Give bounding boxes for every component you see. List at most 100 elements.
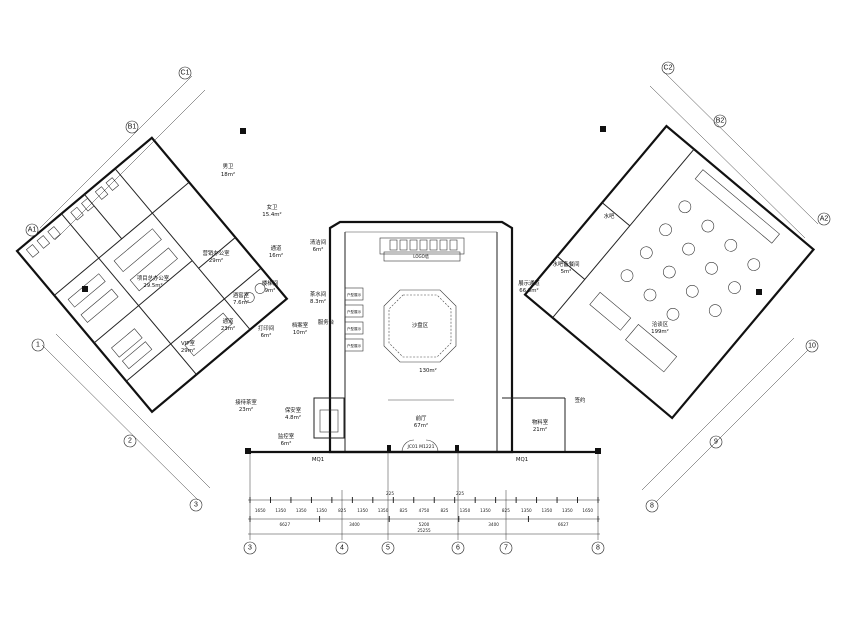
room-bar-prep-area: 5m² (561, 268, 572, 275)
room-archive: 档案室 (292, 321, 309, 329)
negotiation-tables (589, 200, 761, 373)
dimension-label: 1350 (541, 508, 552, 513)
svg-text:A1: A1 (28, 227, 37, 234)
room-vip-area: 29m² (181, 347, 195, 354)
svg-text:B2: B2 (716, 118, 725, 125)
display-panel-label: 户型展示 (347, 292, 362, 297)
axis-bubble-8-right: 8 (645, 499, 659, 513)
room-sand-table: 沙盘区 (412, 321, 429, 329)
door-tag-right: MQ1 (516, 457, 528, 463)
room-monitor: 监控室 (278, 432, 295, 440)
door-tag-left: MQ1 (312, 457, 324, 463)
svg-text:6: 6 (456, 545, 460, 552)
axis-bubble-7: 7 (499, 490, 513, 555)
dimension-label: 1350 (521, 508, 532, 513)
dimension-label: 825 (400, 508, 408, 513)
room-restroom-m: 男卫 (223, 163, 234, 170)
room-manager-office: 项目总办公室 (137, 274, 170, 282)
room-manager-office-area: 29.5m² (143, 282, 162, 289)
svg-text:5: 5 (386, 545, 390, 552)
display-panel-label: 户型展示 (347, 309, 362, 314)
dimension-label: 1350 (357, 508, 368, 513)
axis-bubble-b2: B2 (713, 114, 727, 128)
axis-bubble-1: 1 (31, 338, 45, 352)
room-corridor-1: 通道 (271, 244, 282, 252)
dimension-label: 5200 (419, 522, 430, 527)
diagonal-dimension-lines (39, 71, 819, 503)
dimension-label: 1350 (480, 508, 491, 513)
central-block: LOGO墙 沙盘区 130m² 户型展示 户型展示 户型展示 户型展示 前厅 6… (313, 220, 514, 454)
dim-total: 25255 (417, 528, 431, 533)
svg-text:2: 2 (128, 438, 132, 445)
room-corridor-1-area: 16m² (269, 252, 283, 259)
room-exhibit-corridor-area: 66.5m² (519, 287, 538, 294)
room-corridor-2-area: 23m² (221, 325, 235, 332)
room-wine-cellar: 酒窖室 (233, 291, 250, 299)
room-bar-prep: 水吧备餐间 (553, 260, 580, 268)
dimension-label: 3400 (349, 522, 360, 527)
svg-text:4: 4 (340, 545, 344, 552)
axis-bubble-b1: B1 (125, 120, 139, 134)
right-wing-outline (523, 124, 816, 420)
svg-text:8: 8 (596, 545, 600, 552)
dimension-label: 1650 (255, 508, 266, 513)
room-stair-area: 9m² (265, 287, 276, 294)
dim-small-right: 225 (456, 491, 464, 496)
stage-sign: LOGO墙 (413, 253, 428, 259)
room-reception-tea: 接待茶室 (235, 398, 257, 406)
room-hall: 前厅 (416, 414, 427, 422)
room-stair: 楼梯间 (262, 279, 278, 287)
axis-bubble-10: 10 (805, 339, 819, 353)
room-sand-table-area: 130m² (419, 367, 437, 374)
axis-bubble-4: 4 (335, 490, 349, 555)
room-tea-area: 8.3m² (310, 298, 326, 305)
svg-text:B1: B1 (128, 124, 137, 131)
room-wine-cellar-area: 7.6m² (233, 299, 249, 306)
display-panels: 户型展示 户型展示 户型展示 户型展示 (344, 287, 364, 352)
svg-text:10: 10 (808, 343, 816, 350)
display-panel-label: 户型展示 (347, 343, 362, 348)
room-corridor-2: 通道 (223, 317, 234, 325)
axis-bubble-a1: A1 (25, 223, 39, 237)
room-negotiation-area: 199m² (651, 328, 669, 335)
room-reception-tea-area: 23m² (239, 406, 253, 413)
axis-bubble-c1: C1 (178, 66, 192, 80)
dimension-label: 3400 (488, 522, 499, 527)
dimension-label: 6627 (558, 522, 569, 527)
room-restroom-f-area: 15.4m² (262, 211, 281, 218)
axis-bubble-6: 6 (451, 452, 465, 555)
room-marketing-office-area: 29m² (209, 257, 223, 264)
axis-bubble-5: 5 (381, 452, 395, 555)
dimension-label: 825 (338, 508, 346, 513)
room-negotiation: 洽谈区 (652, 320, 669, 328)
dimension-label: 1350 (316, 508, 327, 513)
svg-text:C2: C2 (664, 65, 673, 72)
room-vip: VIP室 (181, 339, 196, 347)
axis-bubble-8: 8 (591, 452, 605, 555)
axis-bubble-c2: C2 (661, 61, 675, 75)
room-monitor-area: 6m² (281, 440, 292, 447)
room-archive-area: 10m² (293, 329, 307, 336)
dimension-label: 1350 (562, 508, 573, 513)
room-print-area: 6m² (261, 332, 272, 339)
dimension-label: 4750 (419, 508, 430, 513)
left-wing-outline (15, 136, 289, 414)
dimension-label: 1350 (296, 508, 307, 513)
axis-bubble-3: 3 (243, 452, 257, 555)
room-cleaning-area: 6m² (313, 246, 324, 253)
dimension-label: 1350 (378, 508, 389, 513)
office-desks (67, 228, 266, 370)
svg-text:C1: C1 (181, 70, 190, 77)
svg-text:3: 3 (194, 502, 198, 509)
room-storage: 物料室 (532, 418, 549, 426)
axis-bubble-3-left: 3 (189, 498, 203, 512)
entrance-door-tag: JC01 M1221 (407, 444, 435, 450)
room-security-area: 4.8m² (285, 414, 301, 421)
dim-small-left: 225 (386, 491, 394, 496)
axis-bubble-2: 2 (123, 434, 137, 448)
axis-bubble-a2: A2 (817, 212, 831, 226)
dimension-label: 1350 (275, 508, 286, 513)
room-service-desk: 服务台 (318, 318, 334, 326)
